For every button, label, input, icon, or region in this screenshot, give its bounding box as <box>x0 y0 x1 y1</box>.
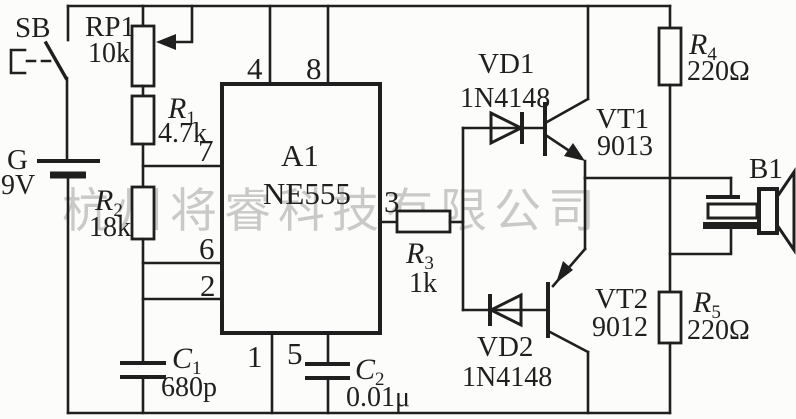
resistor-r3: R3 1k <box>395 209 465 299</box>
speaker-b1: B1 <box>668 153 796 256</box>
c1-label: C1 <box>172 342 202 379</box>
r1-body-icon <box>130 94 156 146</box>
pin2-number: 2 <box>200 268 216 303</box>
switch-label: SB <box>15 12 50 44</box>
resistor-r5: R5 220Ω <box>657 286 750 415</box>
transistor-vt1: VT1 9013 <box>543 4 653 180</box>
vt1-part: 9013 <box>597 131 653 162</box>
power-rails <box>66 4 672 415</box>
r5-body-icon <box>657 290 683 345</box>
c2-label: C2 <box>355 353 385 390</box>
ic-designator: A1 <box>281 138 319 173</box>
r4-body-icon <box>657 26 683 87</box>
output-node-wires <box>583 176 733 251</box>
vt1-emitter-arrow-icon <box>564 143 585 161</box>
vd2-label: VD2 <box>477 331 533 363</box>
r1-value: 4.7k <box>158 118 207 149</box>
speaker-driver-icon <box>757 187 779 235</box>
pushbutton-actuator-icon <box>9 48 54 75</box>
battery-label: G <box>7 144 28 176</box>
r5-label: R5 <box>692 286 721 323</box>
pin7-number: 7 <box>198 133 214 168</box>
potentiometer-rp1: RP1 10k <box>85 4 194 98</box>
vt1-label: VT1 <box>596 103 649 135</box>
speaker-bottom-wire <box>668 227 733 256</box>
vt2-collector-wire <box>548 330 590 415</box>
switch-sb: SB <box>9 4 70 162</box>
r4-value: 220Ω <box>687 56 750 87</box>
switch-blade-icon <box>43 40 69 81</box>
diode-vd1: VD1 1N4148 <box>460 48 550 312</box>
r5-value: 220Ω <box>687 315 750 346</box>
ic-part-number: NE555 <box>263 176 351 211</box>
capacitor-c1: C1 680p <box>120 342 217 415</box>
speaker-label: B1 <box>749 153 783 185</box>
actuator-bracket <box>9 48 27 75</box>
vd1-part: 1N4148 <box>460 83 550 114</box>
transistor-vt2: VT2 9012 <box>546 247 648 415</box>
r2-value: 18k <box>89 212 131 243</box>
pin8-number: 8 <box>306 51 322 86</box>
ic-a1-ne555: 4 8 7 6 2 3 1 5 A1 NE555 <box>141 4 400 415</box>
speaker-cone-icon <box>775 167 796 255</box>
battery-g: G 9V <box>1 144 100 415</box>
pin4-number: 4 <box>247 51 263 86</box>
vd1-label: VD1 <box>478 48 534 80</box>
capacitor-c2: C2 0.01μ <box>305 353 410 415</box>
r3-value: 1k <box>409 268 437 299</box>
r1-label: R1 <box>167 92 196 129</box>
vt2-part: 9012 <box>592 312 648 343</box>
rp1-label: RP1 <box>85 11 135 43</box>
r2-label: R2 <box>94 184 123 221</box>
battery-value: 9V <box>1 170 35 201</box>
speaker-coil-core-icon <box>706 202 759 220</box>
rp1-wiper-arrow-icon <box>156 34 176 50</box>
vd2-anode-triangle-icon <box>487 292 523 328</box>
vd2-part: 1N4148 <box>462 362 552 393</box>
c1-value: 680p <box>161 372 217 403</box>
r3-label: R3 <box>405 237 434 274</box>
ic-body-icon <box>220 82 382 335</box>
vt2-emitter-arrow-icon <box>556 261 573 283</box>
resistor-r2: R2 18k <box>89 184 156 364</box>
speaker-coil-bottom-bar-icon <box>703 222 757 229</box>
pin1-number: 1 <box>247 339 263 374</box>
rp1-body-icon <box>130 24 156 88</box>
vd1-anode-triangle-icon <box>489 110 525 146</box>
resistor-r1: R1 4.7k <box>130 92 207 189</box>
pin6-number: 6 <box>199 231 215 266</box>
rp1-value: 10k <box>88 38 130 69</box>
vt2-label: VT2 <box>595 283 648 315</box>
r2-body-icon <box>130 185 156 241</box>
c2-value: 0.01μ <box>346 382 410 413</box>
diode-vd2: VD2 1N4148 <box>461 292 552 393</box>
r4-label: R4 <box>688 28 717 65</box>
r3-body-icon <box>395 209 452 234</box>
pin5-number: 5 <box>287 336 303 371</box>
vt1-collector-wire <box>545 4 590 124</box>
resistor-r4: R4 220Ω <box>657 4 750 294</box>
